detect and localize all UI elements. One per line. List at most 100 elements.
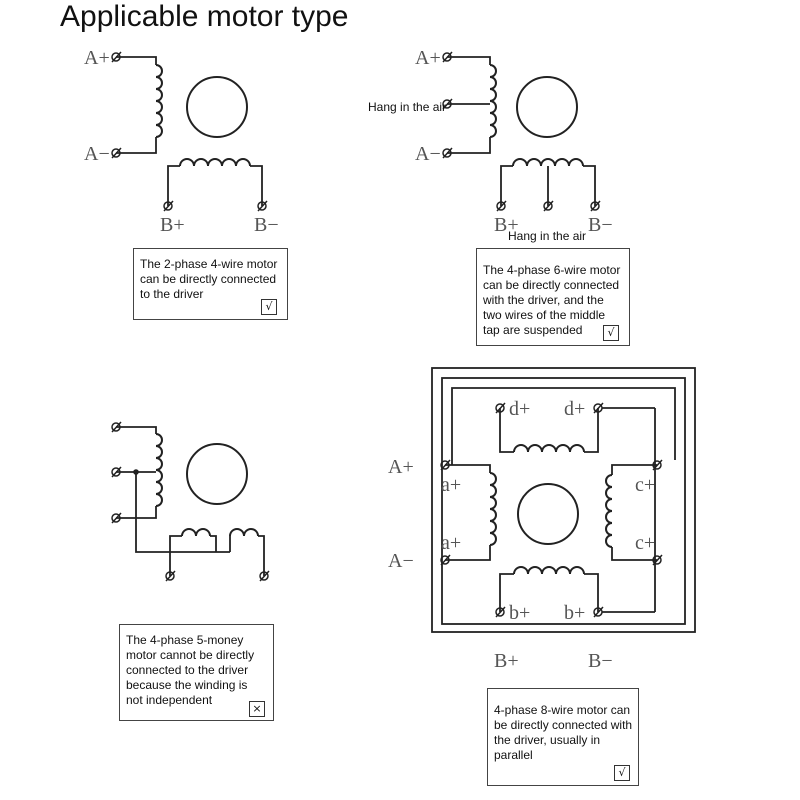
- wire-c-bottom: [611, 547, 657, 561]
- caption-text: 4-phase 8-wire motor can be directly con…: [494, 703, 633, 762]
- label-b-left: b+: [509, 602, 530, 624]
- label-d-right: d+: [564, 398, 585, 420]
- terminal: [652, 554, 663, 566]
- terminal: [593, 606, 604, 618]
- phase-b-coil: [179, 158, 251, 167]
- rotor-circle: [186, 443, 248, 505]
- phase-b-coil-left: [181, 528, 211, 537]
- label-b-right: b+: [564, 602, 585, 624]
- wire-d-right-drop: [584, 408, 599, 453]
- coil-d: [513, 444, 585, 453]
- wire-a-plus: [447, 56, 491, 65]
- label-a-plus: A+: [388, 456, 414, 478]
- wire-b-right-drop: [584, 573, 599, 612]
- wire-frame-inner: [441, 377, 686, 625]
- label-b-plus: B+: [494, 214, 519, 236]
- wire-b-left: [499, 573, 514, 612]
- wire-a-minus: [116, 137, 157, 154]
- wire-frame-third: [451, 387, 676, 465]
- cross-mark-icon: ×: [249, 701, 265, 717]
- label-a-minus: A−: [415, 143, 441, 165]
- terminal: [111, 147, 122, 159]
- label-b-minus: B−: [254, 214, 279, 236]
- label-c-top: c+: [635, 474, 655, 496]
- wire-b-minus: [258, 535, 265, 576]
- label-a-top: a+: [441, 474, 461, 496]
- terminal: [111, 466, 122, 478]
- terminal: [440, 459, 451, 471]
- check-mark-icon: √: [603, 325, 619, 341]
- wire-b-minus: [583, 165, 596, 206]
- terminal: [440, 554, 451, 566]
- caption-text: The 4-phase 6-wire motor can be directly…: [483, 263, 621, 337]
- caption-box-8-wire: 4-phase 8-wire motor can be directly con…: [487, 688, 639, 786]
- label-b-plus: B+: [494, 650, 519, 672]
- terminal: [590, 200, 601, 212]
- terminal: [593, 402, 604, 414]
- diagram-4-wire: A+ A− B+ B−: [84, 47, 279, 236]
- rotor-circle: [186, 76, 248, 138]
- caption-box-6-wire: The 4-phase 6-wire motor can be directly…: [476, 248, 630, 346]
- rotor-circle: [517, 483, 579, 545]
- label-a-minus: A−: [388, 550, 414, 572]
- terminal: [165, 570, 176, 582]
- label-a-plus: A+: [84, 47, 110, 69]
- wire-d-left: [499, 408, 514, 453]
- phase-a-coil: [155, 64, 163, 138]
- terminal: [111, 421, 122, 433]
- wire-b-plus: [500, 165, 513, 206]
- terminal: [495, 606, 506, 618]
- caption-box-5-wire: The 4-phase 5-money motor cannot be dire…: [119, 624, 274, 721]
- check-mark-icon: √: [261, 299, 277, 315]
- note-hang-in-air-bottom: Hang in the air: [508, 229, 586, 243]
- wire-a-plus: [116, 426, 157, 434]
- wire-b-plus: [169, 535, 182, 576]
- wire-a-top: [445, 464, 491, 473]
- phase-b-coil-right: [229, 528, 259, 537]
- wire-c-top: [611, 464, 657, 475]
- check-mark-icon: √: [614, 765, 630, 781]
- terminal: [442, 98, 453, 110]
- terminal: [442, 51, 453, 63]
- label-b-plus: B+: [160, 214, 185, 236]
- diagram-6-wire: A+ A− B+ B− Hang in the air Hang in the …: [368, 47, 613, 243]
- terminal: [111, 51, 122, 63]
- terminal: [163, 200, 174, 212]
- label-a-plus: A+: [415, 47, 441, 69]
- phase-a-coil: [155, 433, 163, 507]
- diagram-5-wire: [111, 421, 270, 582]
- label-a-bottom: a+: [441, 532, 461, 554]
- terminal: [543, 200, 554, 212]
- caption-text: The 2-phase 4-wire motor can be directly…: [140, 257, 278, 301]
- terminal: [259, 570, 270, 582]
- coil-a: [489, 472, 497, 546]
- label-a-minus: A−: [84, 143, 110, 165]
- terminal: [442, 147, 453, 159]
- label-c-bottom: c+: [635, 532, 655, 554]
- wire-frame-outer: [431, 367, 696, 633]
- phase-a-coil: [489, 64, 497, 138]
- wire-a-minus: [116, 506, 157, 519]
- wire-a-bottom: [445, 545, 491, 561]
- terminal: [496, 200, 507, 212]
- page-title: Applicable motor type: [60, 0, 349, 33]
- terminal: [111, 512, 122, 524]
- label-b-minus: B−: [588, 214, 613, 236]
- note-hang-in-air-center: Hang in the air: [368, 100, 446, 114]
- wire-b-minus: [250, 165, 263, 206]
- label-d-left: d+: [509, 398, 530, 420]
- wire-a-plus: [116, 56, 157, 65]
- terminal: [495, 402, 506, 414]
- label-b-minus: B−: [588, 650, 613, 672]
- coil-c: [605, 474, 613, 548]
- wire-b-tap-left: [210, 535, 217, 552]
- terminal: [652, 459, 663, 471]
- coil-b: [513, 566, 585, 575]
- phase-b-coil: [512, 158, 584, 167]
- diagram-8-wire: d+ d+ a+ a+ c+ c+ b+ b+ A+ A− B+ B−: [388, 367, 696, 672]
- wire-a-minus: [447, 137, 491, 154]
- caption-text: The 4-phase 5-money motor cannot be dire…: [126, 633, 255, 707]
- wire-common-link: [135, 472, 230, 553]
- rotor-circle: [516, 76, 578, 138]
